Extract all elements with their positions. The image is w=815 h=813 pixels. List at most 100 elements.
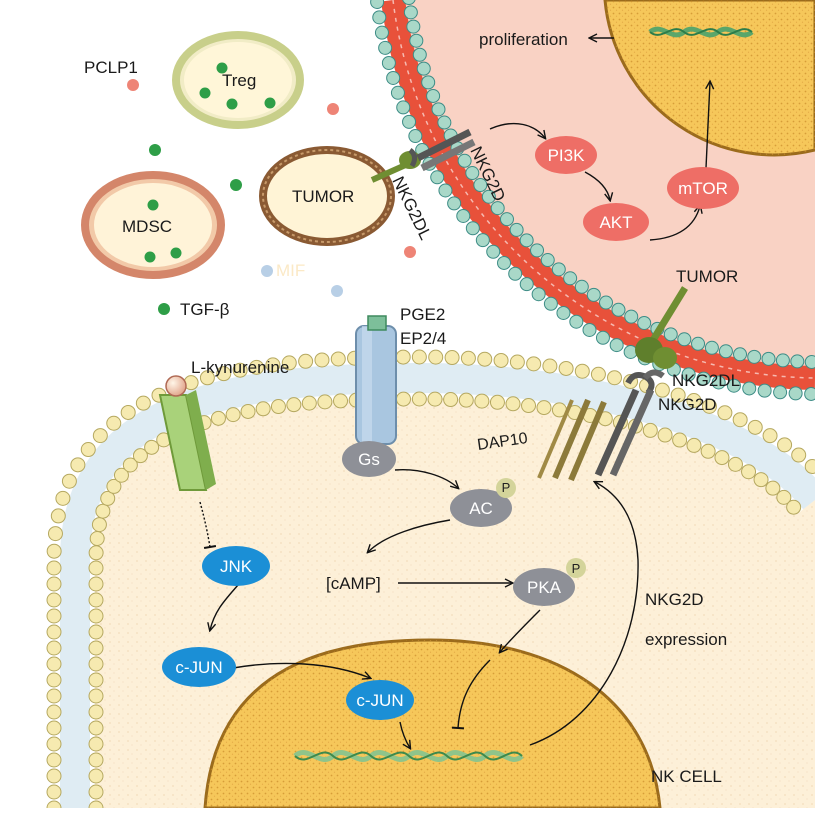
phospholipid-head-icon — [804, 354, 815, 369]
phospholipid-head-icon — [574, 363, 590, 379]
phospholipid-head-icon — [88, 624, 104, 640]
pge2-molecule-icon — [367, 315, 387, 331]
ac-node — [450, 489, 512, 527]
akt-label: AKT — [599, 213, 632, 232]
phospholipid-head-icon — [536, 400, 552, 416]
phospholipid-head-icon — [88, 592, 104, 608]
nkg2dl-right-label: NKG2DL — [672, 371, 740, 390]
mdsc-cell — [81, 171, 225, 279]
phospholipid-head-icon — [611, 302, 626, 317]
phospholipid-head-icon — [531, 287, 546, 302]
phospholipid-head-icon — [691, 336, 706, 351]
phospholipid-head-icon — [509, 354, 525, 370]
phospholipid-head-icon — [551, 262, 566, 277]
nkg2d-expression-label: NKG2D — [645, 590, 704, 609]
phospholipid-head-icon — [216, 366, 232, 382]
ep24-receptor — [355, 315, 397, 445]
phospholipid-head-icon — [718, 344, 733, 359]
phospholipid-head-icon — [412, 47, 427, 62]
phospholipid-head-icon — [747, 349, 762, 364]
cjun-cytoplasm-node — [162, 647, 236, 687]
phospholipid-head-icon — [386, 70, 401, 85]
phospholipid-head-icon — [460, 350, 476, 366]
phospholipid-head-icon — [765, 480, 781, 496]
ac-phospho-badge — [496, 478, 516, 498]
phospholipid-head-icon — [122, 457, 138, 473]
cjun-nucleus-label: c-JUN — [356, 691, 403, 710]
phospholipid-head-icon — [428, 349, 444, 365]
phospholipid-head-icon — [46, 688, 62, 704]
small-tumor-label: TUMOR — [292, 187, 354, 206]
phospholipid-head-icon — [88, 736, 104, 752]
pclp1-molecule — [327, 103, 339, 115]
phospholipid-head-icon — [106, 478, 122, 494]
phospholipid-head-icon — [249, 359, 265, 375]
jnk-node — [202, 546, 270, 586]
phospholipid-head-icon — [47, 526, 63, 542]
phospholipid-head-icon — [727, 456, 743, 472]
phospholipid-head-icon — [696, 371, 711, 386]
phospholipid-head-icon — [804, 458, 815, 474]
phospholipid-head-icon — [370, 0, 385, 9]
phospholipid-head-icon — [408, 129, 423, 144]
phospholipid-head-icon — [791, 447, 807, 463]
ac-phospho-label: P — [502, 480, 511, 495]
phospholipid-head-icon — [733, 347, 748, 362]
phospholipid-head-icon — [61, 473, 77, 489]
phospholipid-head-icon — [607, 370, 623, 386]
phospholipid-head-icon — [225, 407, 241, 423]
phospholipid-head-icon — [409, 33, 424, 48]
phospholipid-head-icon — [493, 352, 509, 368]
phospholipid-head-icon — [590, 366, 606, 382]
phospholipid-head-icon — [317, 394, 333, 410]
phospholipid-head-icon — [586, 287, 601, 302]
phospholipid-head-icon — [761, 351, 776, 366]
tgfb-molecule — [149, 144, 161, 156]
phospholipid-head-icon — [144, 439, 160, 455]
phospholipid-head-icon — [599, 295, 614, 310]
phospholipid-head-icon — [474, 393, 490, 409]
phospholipid-head-icon — [88, 608, 104, 624]
phospholipid-head-icon — [100, 490, 116, 506]
expression-label: expression — [645, 630, 727, 649]
phospholipid-head-icon — [55, 490, 71, 506]
tgfb-label: TGF-β — [180, 300, 230, 319]
pka-label: PKA — [527, 578, 562, 597]
phospholipid-head-icon — [489, 394, 505, 410]
phospholipid-head-icon — [46, 704, 62, 720]
phospholipid-head-icon — [46, 608, 62, 624]
nk-dna-strand-icon — [294, 751, 523, 761]
phospholipid-head-icon — [46, 736, 62, 752]
phospholipid-head-icon — [46, 640, 62, 656]
phospholipid-head-icon — [281, 355, 297, 371]
cjun-nucleus-node — [346, 680, 414, 720]
phospholipid-head-icon — [786, 499, 802, 515]
tgfb-molecule — [230, 179, 242, 191]
gs-label: Gs — [358, 450, 380, 469]
phospholipid-head-icon — [444, 350, 460, 366]
pka-phospho-badge — [566, 558, 586, 578]
phospholipid-head-icon — [574, 279, 589, 294]
phospholipid-head-icon — [443, 392, 459, 408]
phospholipid-head-icon — [777, 437, 793, 453]
phospholipid-head-icon — [46, 543, 62, 559]
phospholipid-head-icon — [753, 472, 769, 488]
phospholipid-head-icon — [395, 349, 411, 365]
phospholipid-head-icon — [701, 398, 717, 414]
phospholipid-head-icon — [46, 592, 62, 608]
phospholipid-head-icon — [89, 531, 105, 547]
phospholipid-head-icon — [406, 19, 421, 34]
phospholipid-head-icon — [540, 253, 555, 268]
phospholipid-head-icon — [46, 752, 62, 768]
phospholipid-head-icon — [120, 404, 136, 420]
phospholipid-head-icon — [88, 576, 104, 592]
mtor-label: mTOR — [678, 179, 728, 198]
phospholipid-head-icon — [519, 277, 534, 292]
phospholipid-head-icon — [411, 349, 427, 365]
phospholipid-head-icon — [70, 457, 86, 473]
phospholipid-head-icon — [403, 5, 418, 20]
mdsc-label: MDSC — [122, 217, 172, 236]
phospholipid-head-icon — [563, 271, 578, 286]
phospholipid-head-icon — [457, 153, 472, 168]
phospholipid-head-icon — [427, 391, 443, 407]
